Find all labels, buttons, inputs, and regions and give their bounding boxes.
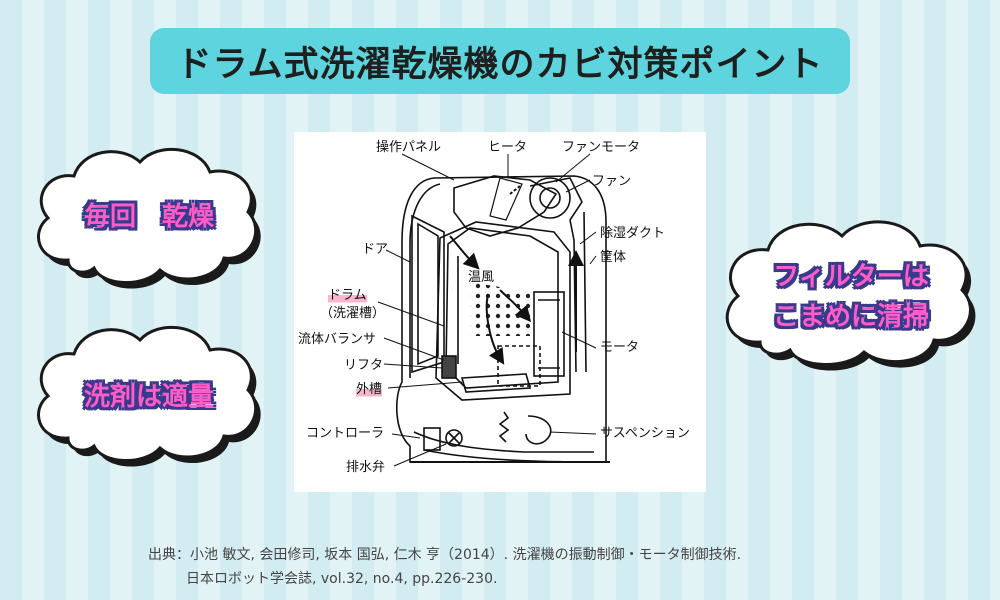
cloud-dry: 毎回 乾燥 [28, 140, 270, 290]
cloud-filter-line2: こまめに清掃 [772, 302, 929, 332]
label-dehumidify-duct: 除湿ダクト [600, 226, 666, 241]
label-drum-sub: （洗濯槽） [320, 306, 386, 321]
cloud-shape [37, 147, 261, 289]
outer-tub-shape [435, 221, 571, 401]
label-drum: ドラム [328, 288, 367, 304]
label-lifter: リフタ [344, 358, 384, 373]
label-controller: コントローラ [306, 426, 385, 441]
motor-shape [533, 291, 565, 377]
label-cabinet: 筐体 [600, 250, 627, 265]
title-banner: ドラム式洗濯乾燥機のカビ対策ポイント [150, 28, 850, 94]
label-warm-air: 温風 [468, 270, 495, 285]
warm-air-dots [470, 282, 530, 336]
heater-duct [453, 175, 558, 237]
label-door: ドア [362, 242, 389, 257]
cloud-dry-text: 毎回 乾燥 [83, 202, 214, 232]
label-drain-valve: 排水弁 [346, 460, 386, 475]
cloud-detergent: 洗剤は適量 [28, 318, 270, 468]
suspension-shape [498, 411, 510, 443]
label-outer-tub: 外槽 [356, 382, 383, 398]
washer-diagram: 操作パネル ヒータ ファンモータ ファン 除湿ダクト 筐体 ドア 温風 ドラム … [294, 132, 706, 492]
label-heater: ヒータ [488, 140, 528, 155]
label-motor: モータ [600, 340, 640, 355]
label-fan: ファン [592, 174, 632, 189]
cloud-shape [37, 325, 261, 467]
cloud-filter-line1: フィルターは [773, 262, 929, 292]
drain-valve-shape [445, 429, 463, 447]
cloud-shape [725, 220, 976, 371]
fan-shape [529, 177, 571, 219]
washer-drawing [377, 153, 610, 467]
source-line-1: 出典：小池 敏文, 会田修司, 坂本 国弘, 仁木 亨（2014）. 洗濯機の振… [148, 547, 742, 563]
source-line-2: 日本ロボット学会誌, vol.32, no.4, pp.226-230. [186, 571, 498, 587]
label-balancer: 流体バランサ [298, 332, 377, 347]
cloud-detergent-text: 洗剤は適量 [83, 382, 214, 412]
source-citation: 出典：小池 敏文, 会田修司, 坂本 国弘, 仁木 亨（2014）. 洗濯機の振… [148, 543, 741, 591]
label-suspension: サスペンション [600, 426, 690, 441]
cabinet-outline [395, 175, 607, 463]
airflow-arrows [449, 185, 584, 365]
label-control-panel: 操作パネル [376, 140, 442, 155]
cloud-filter: フィルターは こまめに清掃 [716, 212, 986, 372]
page-title: ドラム式洗濯乾燥機のカビ対策ポイント [176, 44, 824, 85]
label-fan-motor: ファンモータ [562, 140, 641, 155]
